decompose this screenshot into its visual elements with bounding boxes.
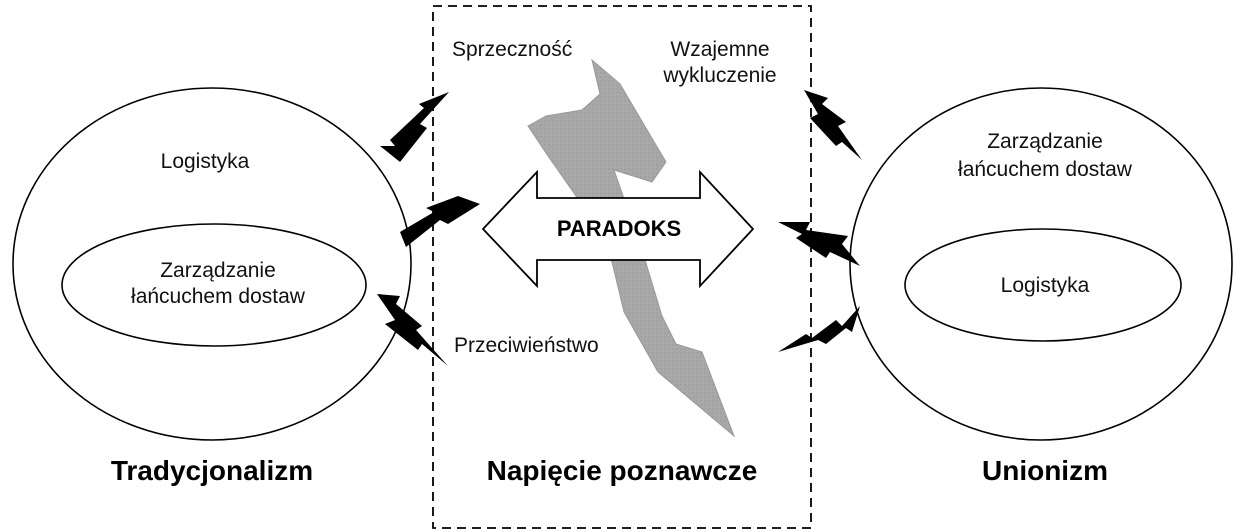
black-bolt-lower-left <box>377 294 448 366</box>
left-inner-ellipse <box>61 223 367 347</box>
left-outer-label: Logistyka <box>161 150 250 173</box>
right-outer-ellipse <box>849 87 1233 441</box>
caption-unionizm: Unionizm <box>982 455 1108 486</box>
label-wykluczenie: wykluczenie <box>662 64 776 87</box>
black-bolt-middle-right <box>778 222 860 266</box>
right-inner-ellipse <box>904 228 1182 342</box>
left-inner-label-line2: łańcuchem dostaw <box>131 285 306 308</box>
black-bolt-lower-right <box>778 306 860 352</box>
paradoks-double-arrow <box>481 169 755 289</box>
right-outer-label-line2: łańcuchem dostaw <box>958 158 1133 181</box>
caption-tradycjonalizm: Tradycjonalizm <box>111 455 313 486</box>
black-bolt-upper-left <box>380 92 449 162</box>
left-inner-label-line1: Zarządzanie <box>160 259 276 282</box>
paradoks-label: PARADOKS <box>557 216 681 241</box>
right-outer-label-line1: Zarządzanie <box>987 130 1103 153</box>
label-wzajemne: Wzajemne <box>670 38 769 61</box>
black-bolt-upper-right <box>804 90 862 160</box>
label-przeciwienstwo: Przeciwieństwo <box>454 334 599 357</box>
caption-napiecie-poznawcze: Napięcie poznawcze <box>487 455 758 486</box>
label-sprzecznosc: Sprzeczność <box>452 38 572 61</box>
left-outer-ellipse <box>12 87 412 441</box>
right-inner-label: Logistyka <box>1001 274 1090 297</box>
center-dashed-frame <box>432 5 812 529</box>
black-bolt-middle-left <box>400 196 480 247</box>
